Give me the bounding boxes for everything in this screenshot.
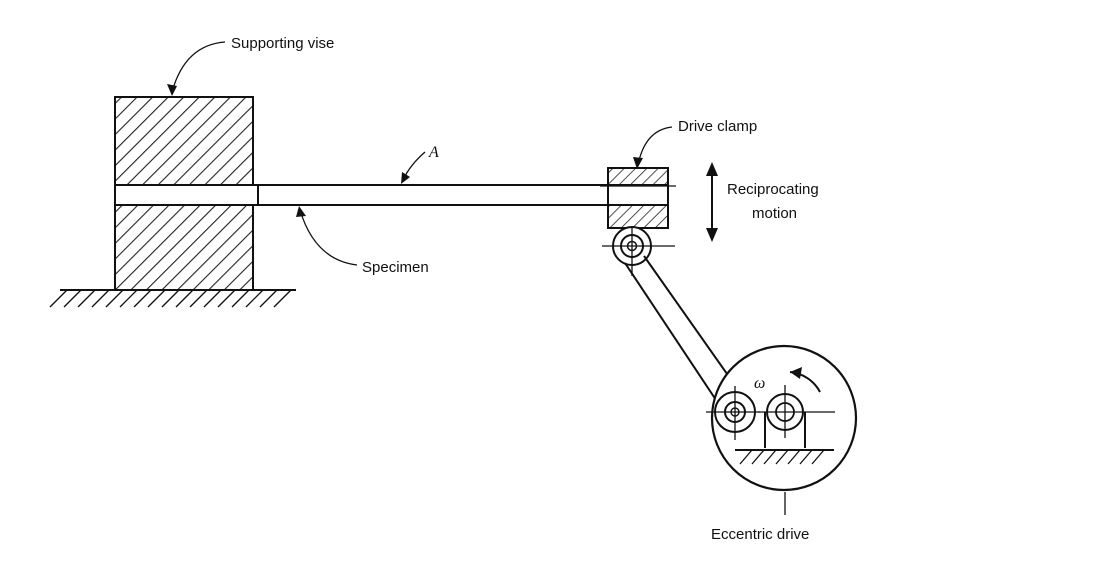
leader-lines (167, 41, 786, 515)
ground-vise (49, 289, 296, 308)
label-motion: motion (752, 205, 797, 222)
label-drive-clamp: Drive clamp (678, 118, 757, 135)
label-eccentric-drive: Eccentric drive (711, 526, 809, 543)
supporting-vise (114, 96, 254, 291)
clamp-pin (602, 226, 675, 276)
label-supporting-vise: Supporting vise (231, 35, 334, 52)
specimen-bar (115, 184, 612, 206)
eccentric-drive (706, 344, 858, 492)
label-specimen: Specimen (362, 259, 429, 276)
label-reciprocating: Reciprocating (727, 181, 819, 198)
reciprocating-arrow (706, 162, 718, 242)
drive-clamp (600, 167, 676, 229)
label-point-a: A (428, 144, 439, 161)
label-omega: ω (754, 375, 765, 392)
